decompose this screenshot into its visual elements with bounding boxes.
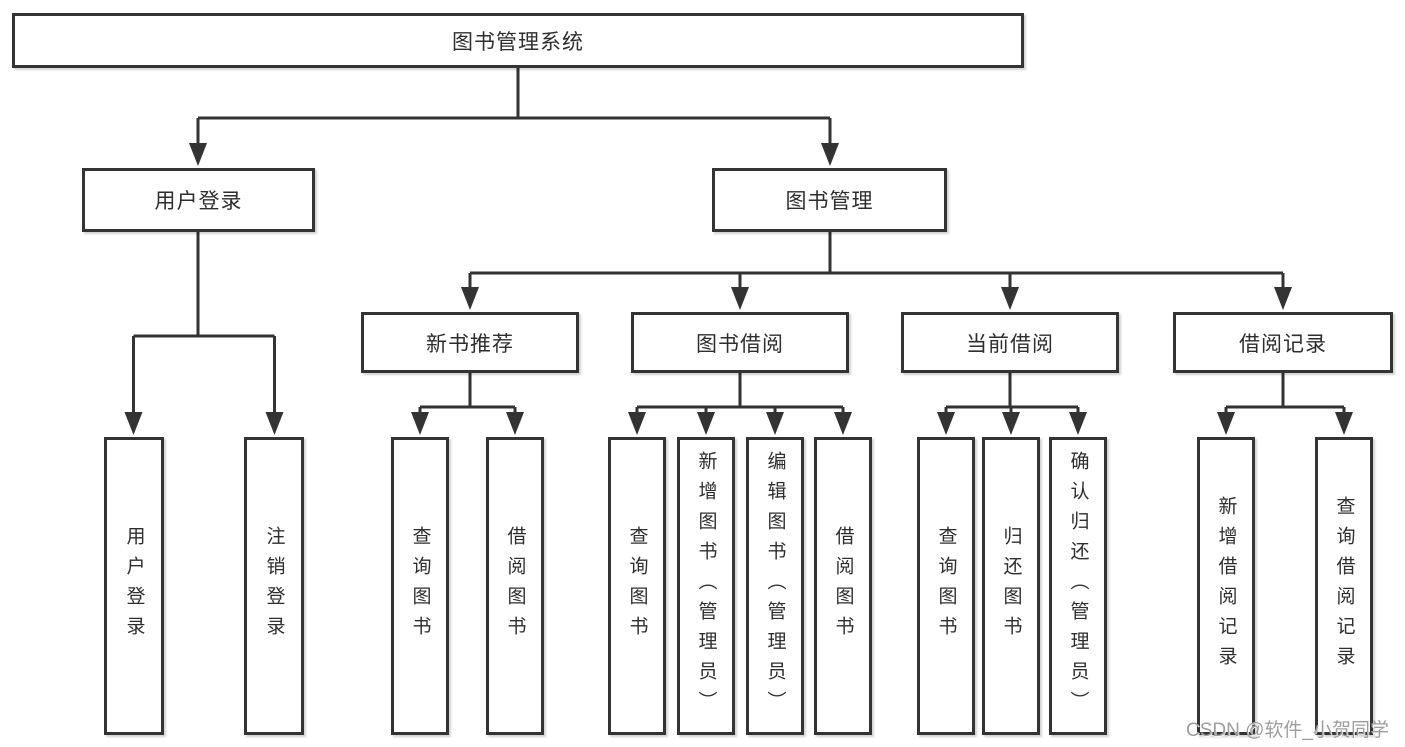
node-book-management: 图书管理 [712, 168, 947, 232]
node-book-borrowing: 图书借阅 [631, 312, 849, 373]
leaf-label: 借阅图书 [832, 526, 854, 646]
leaf-query-books-current: 查询图书 [917, 437, 975, 735]
leaf-label: 新增借阅记录 [1215, 496, 1237, 676]
leaf-return-books: 归还图书 [982, 437, 1040, 735]
leaf-label: 查询图书 [935, 526, 957, 646]
leaf-label: 归还图书 [1000, 526, 1022, 646]
leaf-add-books-admin: 新增图书（管理员） [677, 437, 735, 735]
node-borrowing-records: 借阅记录 [1173, 312, 1393, 373]
leaf-label: 注销登录 [263, 526, 285, 646]
leaf-label: 查询图书 [626, 526, 648, 646]
leaf-query-books-borrow: 查询图书 [608, 437, 666, 735]
node-new-book-recommendation: 新书推荐 [361, 312, 579, 373]
leaf-add-borrow-record: 新增借阅记录 [1197, 437, 1255, 735]
leaf-user-login: 用户登录 [104, 437, 164, 735]
node-current-borrowing: 当前借阅 [901, 312, 1119, 373]
leaf-label: 新增图书（管理员） [695, 451, 717, 721]
leaf-label: 查询图书 [409, 526, 431, 646]
leaf-borrow-books-recommend: 借阅图书 [486, 437, 544, 735]
leaf-label: 确认归还（管理员） [1067, 451, 1089, 721]
leaf-query-books-recommend: 查询图书 [391, 437, 449, 735]
leaf-logout: 注销登录 [244, 437, 304, 735]
arrowheads [124, 143, 1353, 435]
leaf-label: 编辑图书（管理员） [764, 451, 786, 721]
leaf-confirm-return-admin: 确认归还（管理员） [1049, 437, 1107, 735]
leaf-label: 用户登录 [123, 526, 145, 646]
leaf-borrow-books-borrow: 借阅图书 [814, 437, 872, 735]
node-user-login: 用户登录 [82, 168, 315, 232]
leaf-edit-books-admin: 编辑图书（管理员） [746, 437, 804, 735]
leaf-label: 查询借阅记录 [1333, 496, 1355, 676]
leaf-query-borrow-record: 查询借阅记录 [1315, 437, 1373, 735]
node-root: 图书管理系统 [12, 13, 1024, 68]
csdn-watermark: CSDN @软件_小贺同学 [1186, 720, 1389, 741]
leaf-label: 借阅图书 [504, 526, 526, 646]
